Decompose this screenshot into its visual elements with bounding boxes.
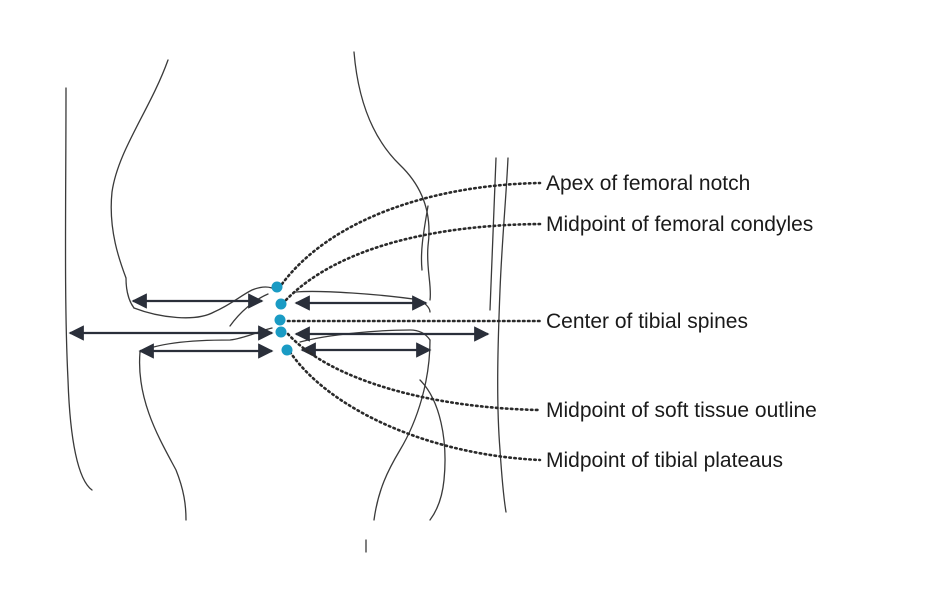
label-midpoint-tibial-plateaus: Midpoint of tibial plateaus (546, 449, 783, 472)
tibia-plateau-right (299, 329, 431, 343)
dot-midpoint-tibial-plateaus (281, 344, 293, 356)
label-center-tibial-spines: Center of tibial spines (546, 310, 748, 333)
dot-apex-femoral-notch (271, 281, 283, 293)
landmark-dots (271, 281, 293, 356)
soft-tissue-right-outline (497, 157, 509, 513)
femur-condyles-outline (133, 286, 277, 319)
tibia-right-outline (373, 339, 431, 521)
femur-right-outline (353, 51, 432, 301)
femur-inner-line (420, 205, 429, 271)
soft-tissue-right-inner (489, 157, 497, 311)
soft-tissue-left-outline (64, 87, 93, 491)
dot-midpoint-femoral-condyles (275, 298, 287, 310)
femur-condyle-right (295, 290, 431, 313)
dot-center-tibial-spines (274, 314, 286, 326)
label-midpoint-soft-tissue: Midpoint of soft tissue outline (546, 399, 817, 422)
femur-notch-line (229, 293, 269, 327)
tibia-plateau-outline (139, 327, 273, 353)
label-midpoint-femoral-condyles: Midpoint of femoral condyles (546, 213, 813, 236)
dot-midpoint-soft-tissue (275, 326, 287, 338)
tibia-left-outline (138, 351, 187, 521)
label-apex-femoral-notch: Apex of femoral notch (546, 172, 750, 195)
leader-midpoint-femoral-condyles (284, 222, 542, 302)
leader-midpoint-soft-tissue (286, 332, 542, 412)
leader-apex-femoral-notch (280, 181, 542, 286)
leader-midpoint-tibial-plateaus (288, 350, 542, 462)
femur-left-outline (110, 59, 169, 309)
